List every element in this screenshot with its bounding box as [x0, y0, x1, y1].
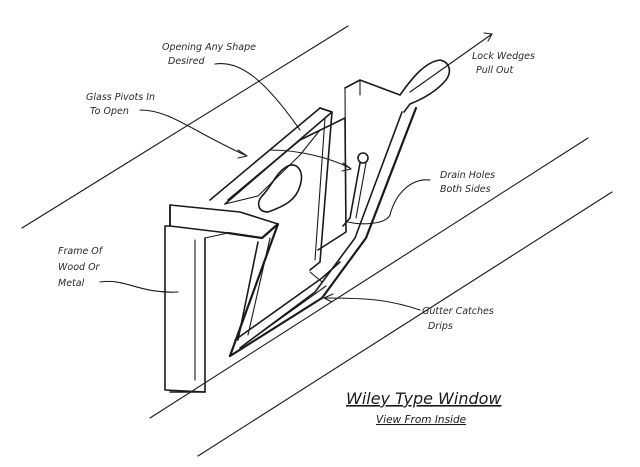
diagram-subtitle: View From Inside — [376, 414, 466, 426]
label-drain-line2: Both Sides — [440, 184, 491, 195]
window-frame — [164, 204, 279, 393]
label-frame-line1: Frame Of — [58, 246, 104, 257]
label-frame-line3: Metal — [58, 278, 85, 289]
label-gutter-line2: Drips — [428, 321, 453, 332]
label-glass-line1: Glass Pivots In — [86, 92, 155, 103]
label-gutter-line1: Gutter Catches — [422, 306, 494, 317]
label-opening-line2: Desired — [168, 56, 205, 67]
lock-wedge — [344, 59, 451, 233]
label-opening-line1: Opening Any Shape — [162, 42, 256, 53]
callout-labels: Opening Any Shape Desired Lock Wedges Pu… — [58, 42, 535, 332]
glass-pane — [227, 117, 347, 251]
wall-lines — [21, 25, 613, 457]
label-frame-line2: Wood Or — [58, 262, 101, 273]
leader-lines — [99, 32, 493, 311]
label-lock-line2: Pull Out — [476, 65, 515, 76]
label-drain-line1: Drain Holes — [440, 170, 495, 181]
diagram-title: Wiley Type Window — [346, 389, 502, 408]
pivot-pin — [342, 152, 369, 227]
label-lock-line1: Lock Wedges — [472, 51, 535, 62]
label-glass-line2: To Open — [90, 106, 129, 117]
window-sash — [209, 106, 418, 358]
